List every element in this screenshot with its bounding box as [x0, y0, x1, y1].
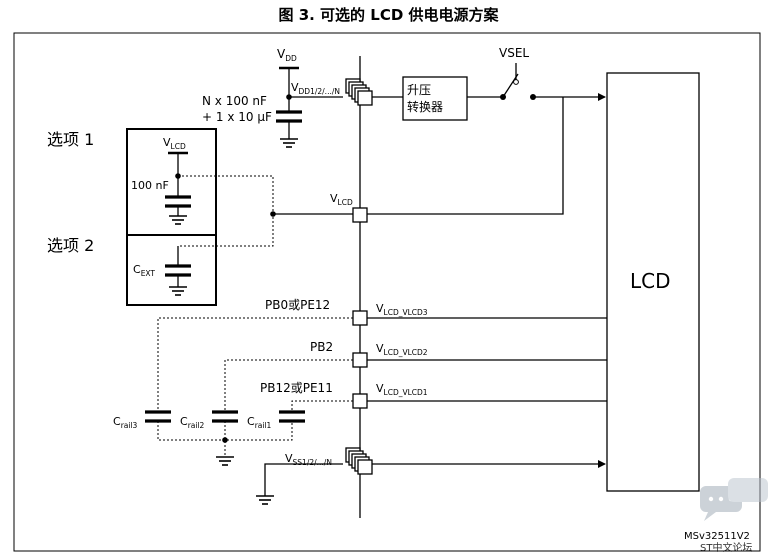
rail-pin-vlcd3 — [352, 310, 368, 326]
figure-code: MSv32511V2 — [684, 531, 750, 542]
boost-converter-label-2: 转换器 — [407, 99, 443, 114]
ground-symbol — [255, 495, 275, 505]
option-2-label: 选项 2 — [47, 236, 94, 255]
chat-bubble-icon — [700, 478, 768, 521]
lcd-block — [606, 72, 700, 492]
rail-signal-vlcd2: VLCD_VLCD2 — [376, 342, 428, 357]
option1-cap-label: 100 nF — [131, 179, 169, 192]
decoupling-caps-label-2: + 1 x 10 µF — [202, 110, 272, 124]
vlcd-pin — [352, 207, 368, 223]
vsel-label: VSEL — [499, 46, 529, 60]
vsel-switch-pivot — [513, 79, 519, 85]
ground-symbol — [168, 215, 188, 225]
crail1-dashed — [291, 400, 353, 411]
option-1-label: 选项 1 — [47, 130, 94, 149]
rail-signal-vlcd1: VLCD_VLCD1 — [376, 382, 428, 397]
vlcd-to-switch-wire — [367, 97, 564, 215]
vlcd-pin-label: VLCD — [330, 192, 353, 207]
ground-symbol — [279, 138, 299, 148]
vss-pins-label: VSS1/2/.../N — [285, 452, 332, 467]
rail-pin-name-vlcd3: PB0或PE12 — [265, 298, 330, 312]
rail-pin-name-vlcd2: PB2 — [310, 340, 333, 354]
option1-vlcd-label: VLCD — [163, 136, 186, 151]
crail-ground-junction — [222, 437, 228, 443]
vdd-label: VDD — [277, 47, 297, 63]
option1-junction — [175, 173, 181, 179]
crail3-dashed — [157, 317, 353, 411]
options-box — [126, 128, 217, 306]
rail-pin-name-vlcd1: PB12或PE11 — [260, 381, 333, 395]
boost-converter-label-1: 升压 — [407, 83, 431, 97]
rail-pin-vlcd1 — [352, 393, 368, 409]
vdd-pins-label: VDD1/2/.../N — [291, 81, 340, 96]
figure-frame — [13, 32, 761, 552]
option-select-dashed — [178, 175, 274, 247]
rail-signal-vlcd3: VLCD_VLCD3 — [376, 302, 428, 317]
decoupling-caps-label-1: N x 100 nF — [202, 94, 267, 108]
crail2-label: Crail2 — [180, 415, 205, 430]
crail3-label: Crail3 — [113, 415, 138, 430]
ground-symbol — [215, 456, 235, 466]
lcd-label: LCD — [630, 269, 671, 293]
boost-converter-block — [402, 76, 468, 121]
ground-symbol — [168, 286, 188, 296]
vss-pin-stack — [345, 447, 373, 475]
option2-cext-label: CEXT — [133, 263, 155, 278]
crail2-dashed — [224, 359, 353, 411]
figure-title: 图 3. 可选的 LCD 供电电源方案 — [278, 6, 499, 24]
vss-ground-wire — [264, 463, 343, 496]
rail-pin-vlcd2 — [352, 352, 368, 368]
crail1-label: Crail1 — [247, 415, 272, 430]
watermark-text: ST中文论坛 — [700, 541, 752, 554]
vdd-pin-stack — [345, 78, 373, 106]
